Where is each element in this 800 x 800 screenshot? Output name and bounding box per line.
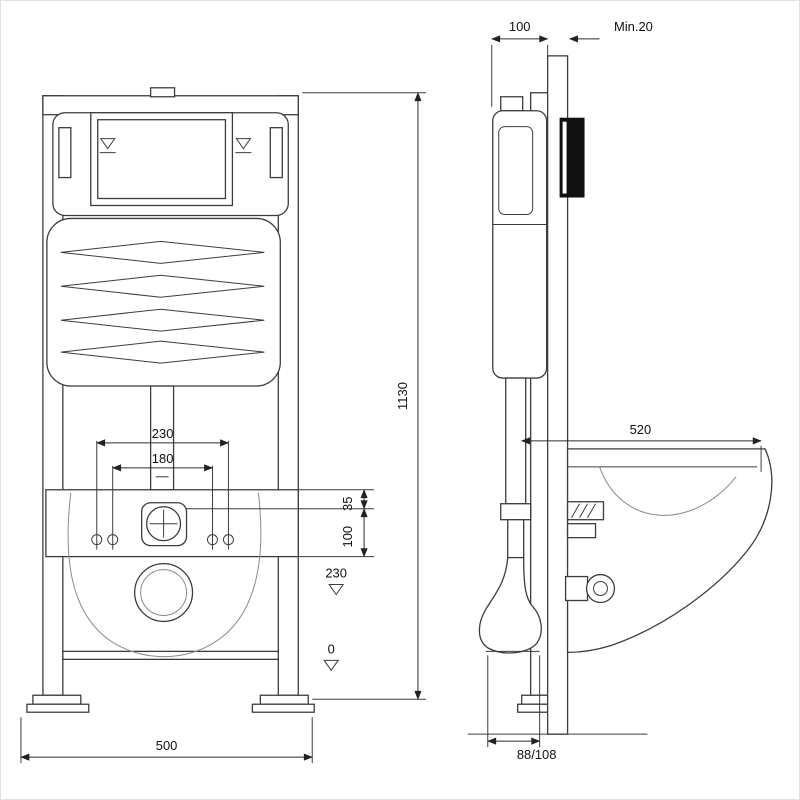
fixing-bolts (91, 440, 234, 550)
dim-width-label: 500 (156, 738, 178, 753)
side-view (467, 55, 773, 735)
pipe-lower (507, 519, 525, 559)
left-foot (26, 694, 90, 713)
frame-top-beam (42, 95, 299, 116)
inlet-connector (566, 501, 605, 539)
dim-fixing-inner-label: 180 (152, 451, 174, 466)
front-dimensions: 230 180 35 100 230 0 1130 500 (20, 92, 426, 764)
dim-height-label: 1130 (395, 382, 410, 410)
pan-side (566, 448, 773, 654)
cistern-side (492, 110, 548, 379)
floor-level-mark: 0 (323, 641, 340, 672)
frame-bottom-crossbar (62, 650, 279, 660)
left-clip (58, 127, 72, 179)
flush-plate (559, 117, 585, 198)
floor-level-label: 0 (328, 641, 335, 656)
frame-top-notch (149, 87, 176, 98)
right-clip (269, 127, 283, 179)
outlet-connector (564, 573, 616, 604)
tank-ribs (60, 240, 265, 364)
dim-wall-min-label: Min.20 (614, 19, 653, 34)
water-level-mark-left (99, 138, 116, 154)
drain-circle-inner (140, 569, 188, 616)
pipe-connector (500, 503, 532, 521)
pan-outline-front (67, 492, 262, 658)
outlet-level-mark: 230 (325, 566, 347, 596)
datum-triangle-icon (323, 659, 340, 672)
side-dimensions: 100 Min.20 520 88/108 (487, 19, 762, 762)
dim-offset-a-label: 35 (340, 497, 355, 511)
right-foot (251, 694, 315, 713)
access-window-inner (97, 119, 227, 200)
outlet-elbow (478, 556, 542, 654)
dim-pan-depth-label: 520 (630, 422, 652, 437)
outlet-level-label: 230 (325, 566, 347, 581)
water-level-mark-right (235, 138, 252, 154)
datum-triangle-icon (328, 584, 345, 596)
cistern-mechanism (498, 126, 534, 215)
dim-outlet-diameter-label: 88/108 (517, 747, 557, 762)
dim-frame-depth-label: 100 (509, 19, 531, 34)
cistern-tank (46, 217, 281, 387)
fill-valve (500, 96, 524, 112)
front-view (26, 87, 315, 713)
dim-fixing-outer-label: 230 (152, 426, 174, 441)
drain-circle (134, 562, 194, 623)
dim-offset-b-label: 100 (340, 526, 355, 548)
